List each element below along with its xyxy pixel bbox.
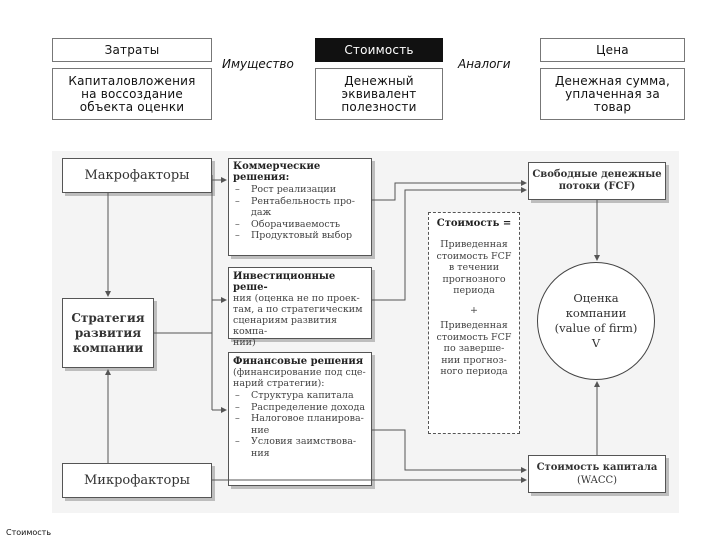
analogs-label: Аналоги bbox=[458, 57, 511, 71]
investment-decisions-box: Инвестиционные реше- ния (оценка не по п… bbox=[228, 267, 372, 348]
costs-header: Затраты bbox=[52, 38, 212, 62]
value-equation-title: Стоимость = bbox=[436, 218, 512, 229]
investment-title: Инвестиционные реше- bbox=[233, 271, 336, 293]
micro-factors-box: Микрофакторы bbox=[62, 463, 212, 498]
financial-item: Распределение дохода bbox=[233, 402, 367, 414]
value-equation-box: Стоимость = Приведенная стоимость FCF в … bbox=[428, 212, 520, 434]
fcf-box: Свободные денежные потоки (FCF) bbox=[528, 162, 666, 200]
money-equivalent-box: Денежный эквивалент полезности bbox=[315, 68, 443, 120]
financial-to-wacc-line bbox=[372, 429, 527, 473]
value-equation-part1: Приведенная стоимость FCF в течении прог… bbox=[436, 239, 512, 296]
property-label: Имущество bbox=[222, 57, 294, 71]
money-amount-box: Денежная сумма, уплаченная за товар bbox=[540, 68, 685, 120]
commercial-to-fcf-line bbox=[372, 180, 527, 201]
capital-investment-box: Капиталовложения на воссоздание объекта … bbox=[52, 68, 212, 120]
valuation-circle: Оценка компании (value of firm) V bbox=[537, 262, 655, 380]
financial-title: Финансовые решения bbox=[233, 356, 364, 367]
strategy-box: Стратегия развития компании bbox=[62, 298, 154, 368]
financial-item: Структура капитала bbox=[233, 390, 367, 402]
commercial-decisions-box: Коммерческие решения: Рост реализации Ре… bbox=[228, 158, 372, 256]
financial-text: (финансирование под сце- нарий стратегии… bbox=[233, 367, 366, 389]
wacc-box: Стоимость капитала (WACC) bbox=[528, 455, 666, 493]
financial-item: Условия заимствова- ния bbox=[233, 436, 367, 459]
wacc-title: Стоимость капитала bbox=[536, 462, 658, 473]
financial-item: Налоговое планирова- ние bbox=[233, 413, 367, 436]
value-header: Стоимость bbox=[315, 38, 443, 62]
price-header: Цена bbox=[540, 38, 685, 62]
commercial-title: Коммерческие решения: bbox=[233, 161, 321, 183]
commercial-item: Рост реализации bbox=[233, 184, 367, 196]
wacc-label: (WACC) bbox=[576, 475, 618, 486]
financial-decisions-box: Финансовые решения (финансирование под с… bbox=[228, 352, 372, 486]
commercial-item: Оборачиваемость bbox=[233, 219, 367, 231]
value-equation-part2: Приведенная стоимость FCF по заверше- ни… bbox=[436, 320, 512, 377]
macro-factors-box: Макрофакторы bbox=[62, 158, 212, 193]
footer-label: Стоимость bbox=[6, 528, 52, 537]
plus-sign: + bbox=[470, 304, 478, 316]
commercial-item: Продуктовый выбор bbox=[233, 230, 367, 242]
investment-to-fcf-line bbox=[372, 187, 527, 301]
commercial-item: Рентабельность про- даж bbox=[233, 196, 367, 219]
investment-text: ния (оценка не по проек- там, а по страт… bbox=[233, 293, 363, 348]
